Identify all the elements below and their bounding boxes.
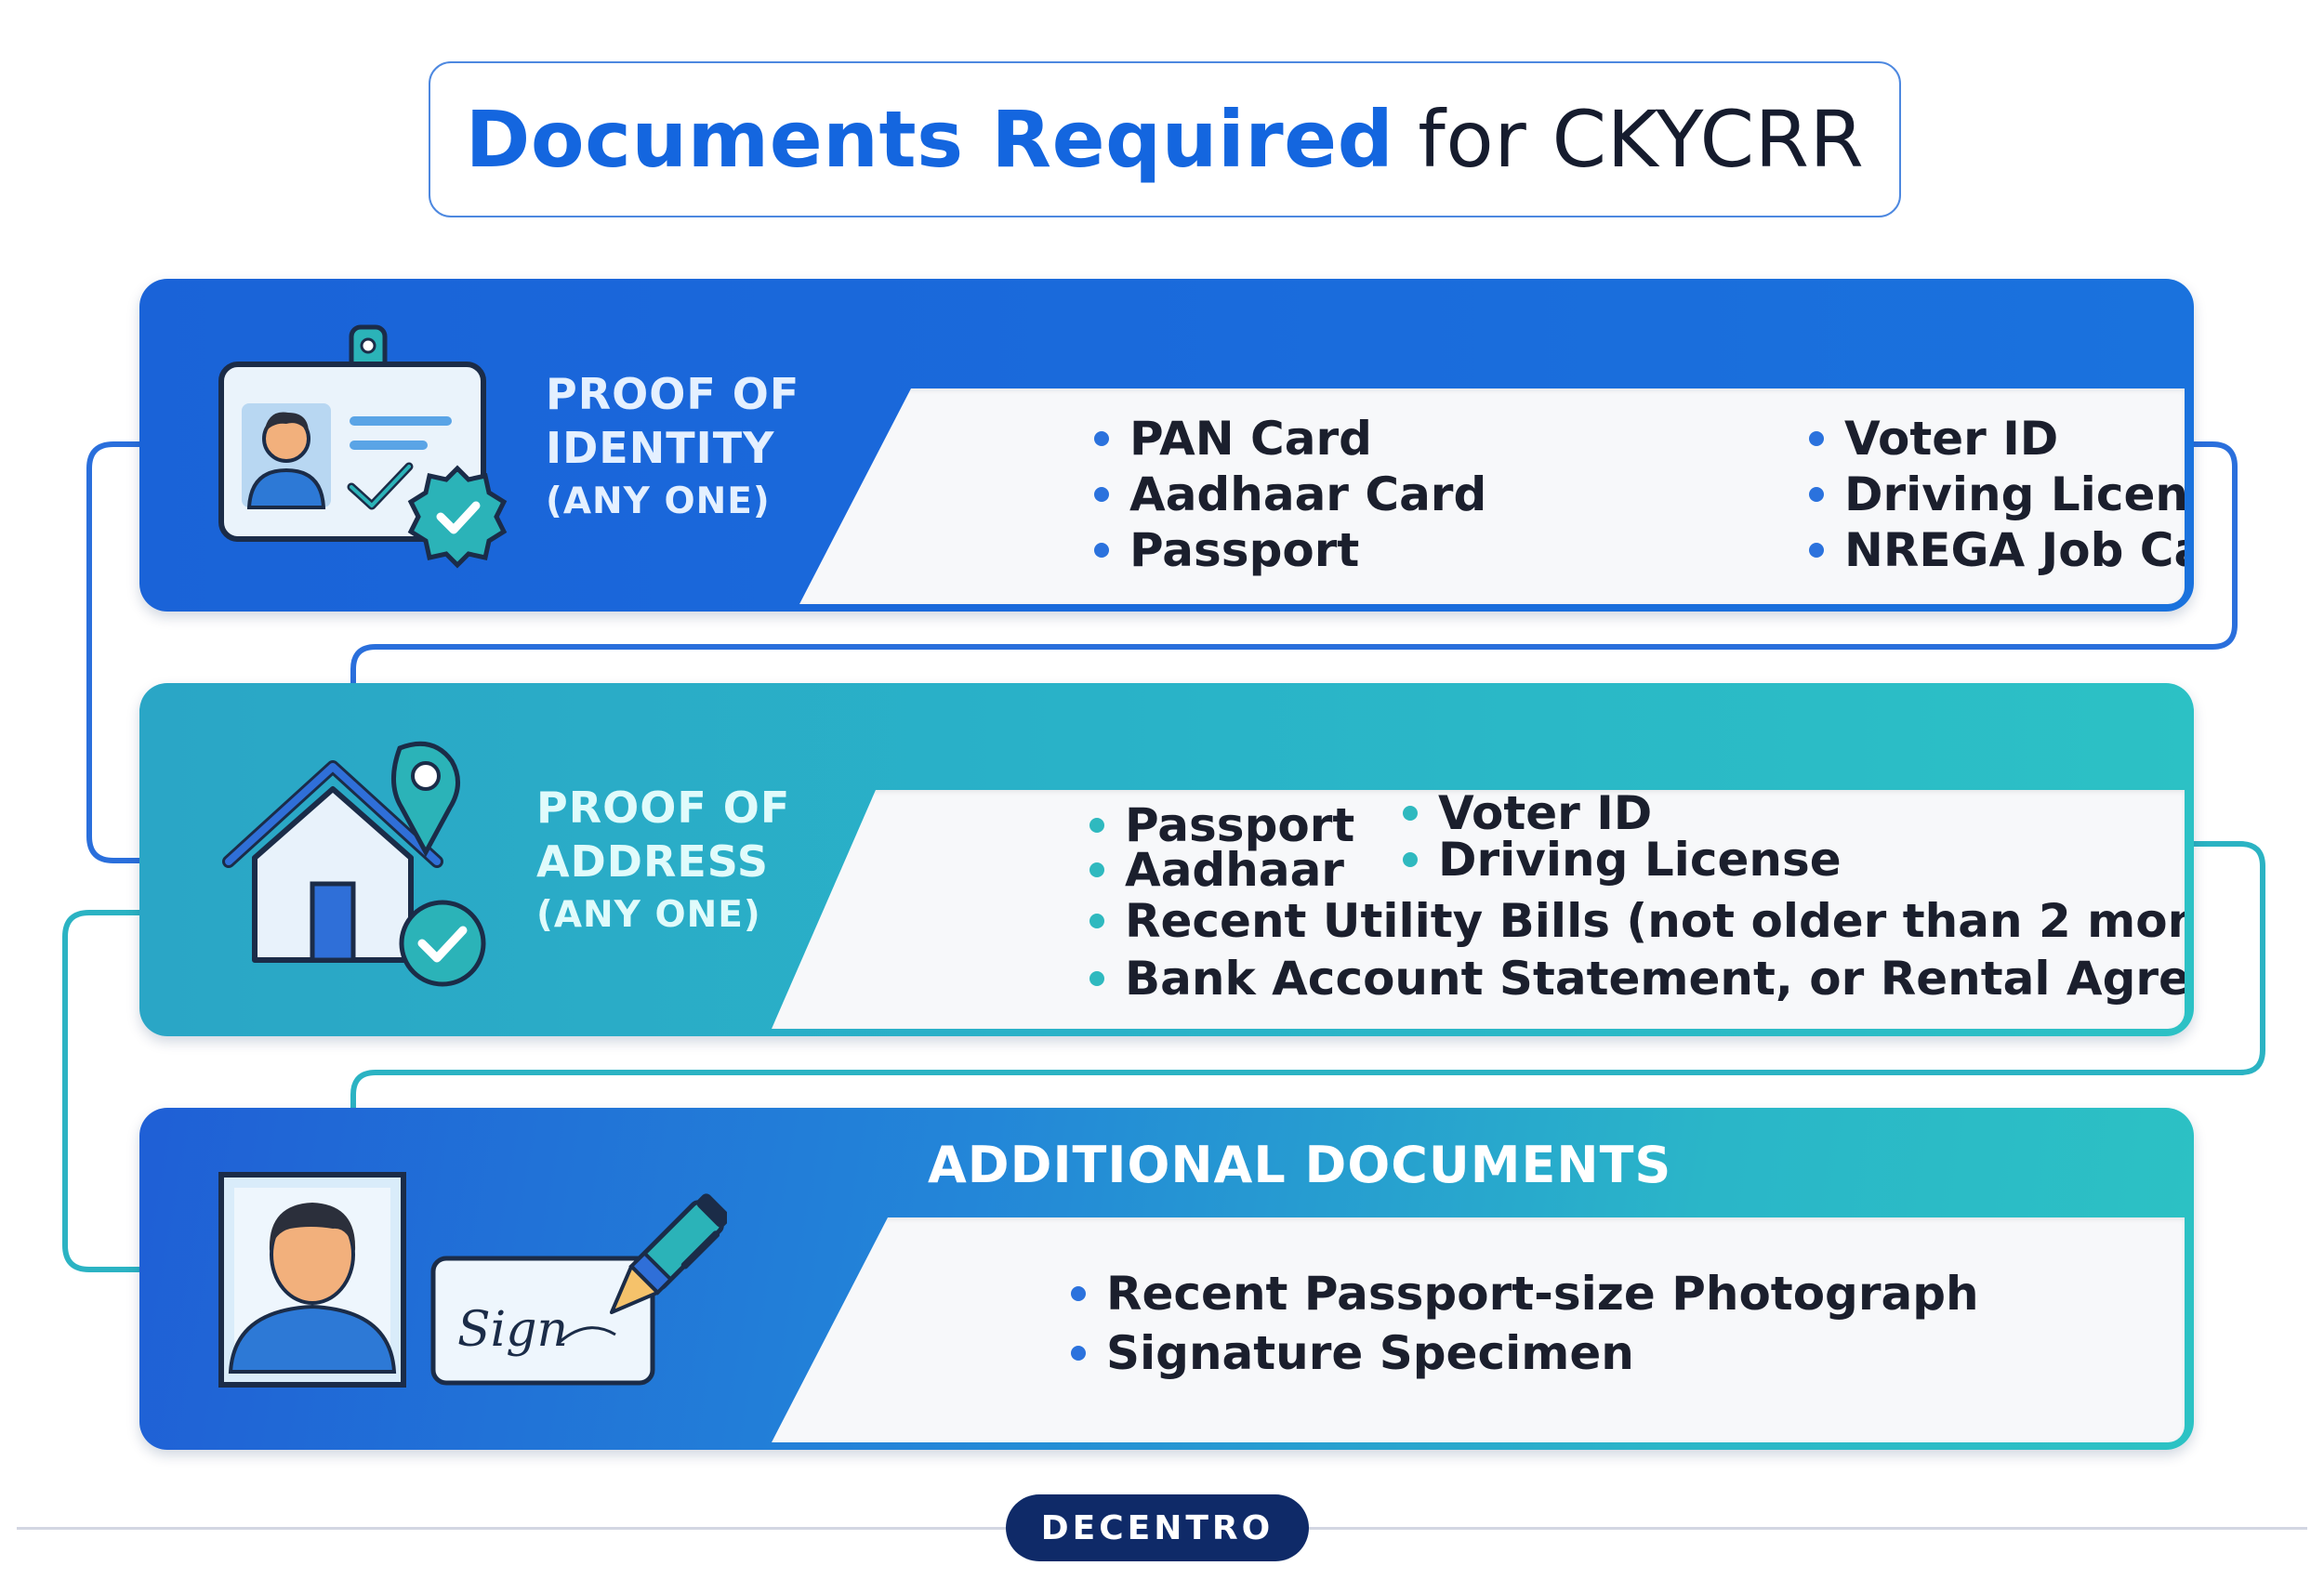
house-location-icon xyxy=(222,741,486,987)
additional-list: Recent Passport-size Photograph Signatur… xyxy=(1067,1264,1979,1383)
address-label-sub: (ANY ONE) xyxy=(536,894,761,936)
signature-pen-icon: Sign xyxy=(430,1193,727,1386)
address-content: Passport Aadhaar Voter ID Driving Licens… xyxy=(772,790,2185,1029)
list-item: Aadhaar Card xyxy=(1090,467,1486,522)
connector-right-blue xyxy=(350,441,2238,683)
list-item: Recent Utility Bills (not older than 2 m… xyxy=(1086,892,2185,950)
additional-heading: ADDITIONAL DOCUMENTS xyxy=(928,1136,1672,1194)
list-item: Driving License xyxy=(1805,467,2185,522)
identity-label-line2: IDENTITY xyxy=(546,423,775,473)
address-list-col1: Passport Aadhaar xyxy=(1086,797,1354,894)
list-item: Signature Specimen xyxy=(1067,1323,1979,1383)
list-item: Recent Passport-size Photograph xyxy=(1067,1264,1979,1323)
identity-label-line1: PROOF OF xyxy=(546,369,800,419)
list-item: Passport xyxy=(1086,801,1354,849)
connector-left-blue xyxy=(86,441,139,863)
brand-logo: DECENTRO xyxy=(1006,1494,1309,1561)
additional-panel: Sign ADDITIONAL DOCUMENTS Recent Passpor… xyxy=(139,1108,2194,1450)
list-item: Voter ID xyxy=(1399,790,1842,836)
list-item: NREGA Job Card xyxy=(1805,522,2185,578)
list-item: Aadhaar xyxy=(1086,846,1354,894)
signature-text: Sign xyxy=(457,1302,568,1358)
address-panel: PROOF OF ADDRESS (ANY ONE) Passport Aadh… xyxy=(139,683,2194,1036)
identity-list-right: Voter ID Driving License NREGA Job Card xyxy=(1805,411,2185,578)
identity-content: PAN Card Aadhaar Card Passport Voter ID … xyxy=(799,388,2185,604)
address-list-full: Recent Utility Bills (not older than 2 m… xyxy=(1086,892,2185,1007)
page-title: Documents Required for CKYCRR xyxy=(429,61,1901,217)
id-badge-icon xyxy=(218,324,508,569)
identity-label-sub: (ANY ONE) xyxy=(546,480,771,522)
list-item: Voter ID xyxy=(1805,411,2185,467)
additional-content: Recent Passport-size Photograph Signatur… xyxy=(772,1217,2185,1442)
connector-right-teal xyxy=(350,841,2265,1108)
identity-list-left: PAN Card Aadhaar Card Passport xyxy=(1090,411,1486,578)
list-item: Driving License xyxy=(1399,836,1842,883)
address-label-line1: PROOF OF xyxy=(536,783,791,833)
identity-label: PROOF OF IDENTITY (ANY ONE) xyxy=(546,367,799,529)
address-label-line2: ADDRESS xyxy=(536,836,770,887)
connector-left-teal xyxy=(62,910,139,1272)
identity-panel: PROOF OF IDENTITY (ANY ONE) PAN Card Aad… xyxy=(139,279,2194,612)
title-highlight: Documents Required xyxy=(465,94,1394,185)
list-item: PAN Card xyxy=(1090,411,1486,467)
address-list-col2: Voter ID Driving License xyxy=(1399,790,1842,883)
passport-photo-icon xyxy=(218,1172,406,1388)
title-rest: for CKYCRR xyxy=(1418,94,1865,185)
list-item: Bank Account Statement, or Rental Agreem… xyxy=(1086,950,2185,1007)
list-item: Passport xyxy=(1090,522,1486,578)
address-label: PROOF OF ADDRESS (ANY ONE) xyxy=(536,781,790,942)
